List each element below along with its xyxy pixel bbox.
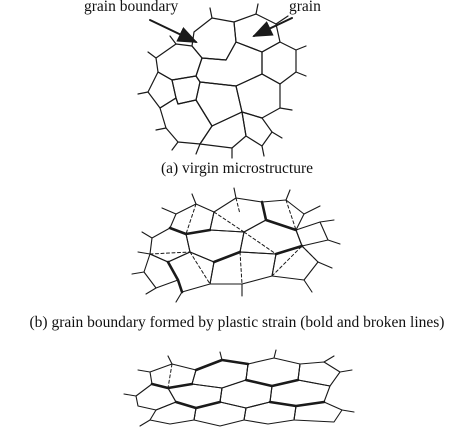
boundary-stub bbox=[275, 15, 289, 25]
boundary-stub bbox=[137, 369, 151, 373]
deformed-boundaries-broken bbox=[167, 363, 301, 421]
bold-boundary bbox=[194, 358, 250, 372]
strain-boundaries-bold bbox=[166, 200, 304, 294]
broken-boundary bbox=[239, 251, 243, 285]
grain-boundary-label: grain boundary bbox=[84, 0, 179, 15]
broken-boundary bbox=[149, 251, 191, 255]
bold-boundary bbox=[166, 260, 184, 294]
broken-boundary bbox=[193, 407, 197, 421]
grain-cell bbox=[271, 245, 319, 281]
boundary-stub bbox=[137, 251, 151, 255]
boundary-stub bbox=[273, 349, 277, 359]
broken-boundary bbox=[243, 231, 277, 255]
caption-strained-microstructure: (b) grain boundary formed by plastic str… bbox=[29, 314, 445, 331]
bold-boundary bbox=[260, 200, 298, 232]
strained-microstructure-diagram bbox=[131, 187, 341, 303]
broken-boundary bbox=[219, 387, 223, 403]
boundary-stub bbox=[295, 45, 307, 51]
virgin-microstructure-diagram bbox=[137, 3, 307, 159]
bold-boundary bbox=[168, 226, 212, 236]
boundary-stub bbox=[295, 71, 307, 77]
boundary-stub bbox=[317, 261, 333, 269]
grain-cell bbox=[147, 71, 177, 109]
broken-boundary bbox=[185, 203, 197, 235]
broken-boundary bbox=[293, 405, 297, 421]
grain-cell bbox=[191, 359, 249, 389]
boundary-stub bbox=[147, 51, 157, 59]
strain-boundaries-broken bbox=[149, 197, 319, 285]
grain-label: grain bbox=[289, 0, 321, 15]
boundary-stub bbox=[145, 287, 157, 295]
broken-boundary bbox=[189, 251, 211, 285]
boundary-stub bbox=[219, 351, 223, 361]
broken-boundary bbox=[297, 363, 301, 381]
bold-boundary bbox=[212, 250, 242, 264]
broken-boundary bbox=[235, 197, 241, 215]
boundary-stub bbox=[327, 239, 341, 245]
bold-boundary bbox=[268, 400, 326, 408]
bold-boundary bbox=[244, 378, 300, 388]
boundary-stub bbox=[209, 7, 213, 19]
grain-cell bbox=[295, 221, 329, 247]
boundary-stub bbox=[137, 91, 149, 95]
broken-boundary bbox=[271, 245, 303, 277]
boundary-stub bbox=[339, 369, 353, 373]
broken-boundary bbox=[285, 199, 297, 231]
grain-cell bbox=[209, 251, 277, 285]
broken-boundary bbox=[301, 245, 319, 263]
boundary-stub bbox=[285, 189, 291, 201]
boundary-stub bbox=[131, 271, 145, 275]
boundary-stub bbox=[167, 355, 173, 365]
grain-cell bbox=[261, 41, 297, 85]
boundary-stub bbox=[341, 409, 355, 413]
grain-cell bbox=[195, 41, 263, 87]
boundary-stub bbox=[233, 187, 237, 199]
bold-boundary bbox=[274, 244, 304, 256]
boundary-stub bbox=[323, 355, 335, 363]
grain-cell bbox=[185, 229, 245, 263]
boundary-stub bbox=[271, 131, 283, 139]
boundary-stub bbox=[303, 205, 321, 215]
boundary-stub bbox=[171, 141, 179, 151]
grain-cell bbox=[195, 81, 243, 127]
boundary-stub bbox=[195, 143, 201, 155]
boundary-stub bbox=[319, 219, 335, 223]
grain-arrow bbox=[252, 17, 293, 37]
caption-virgin-microstructure: (a) virgin microstructure bbox=[160, 160, 314, 177]
boundary-stub bbox=[139, 419, 151, 427]
grain-cell bbox=[241, 111, 273, 147]
boundary-stub bbox=[303, 279, 313, 293]
grain-cell bbox=[297, 361, 341, 387]
bold-boundary bbox=[174, 400, 222, 410]
boundary-stub bbox=[279, 107, 293, 111]
bold-boundary bbox=[150, 382, 194, 390]
boundary-stub bbox=[191, 193, 197, 205]
grain-cell bbox=[235, 73, 281, 119]
boundary-stub bbox=[155, 127, 167, 131]
boundary-stub bbox=[175, 291, 183, 303]
boundary-stub bbox=[169, 35, 177, 45]
broken-boundary bbox=[167, 363, 173, 389]
boundary-stub bbox=[123, 393, 137, 397]
broken-boundary bbox=[213, 211, 245, 233]
boundary-stub bbox=[255, 3, 259, 15]
boundary-stub bbox=[261, 145, 265, 157]
boundary-stub bbox=[161, 207, 177, 215]
broken-boundary bbox=[243, 407, 247, 421]
grain-boundary-arrow bbox=[149, 19, 198, 43]
deformed-boundaries-bold bbox=[150, 358, 326, 410]
broken-boundary bbox=[245, 363, 249, 381]
boundary-stub bbox=[141, 231, 153, 239]
grain-cell bbox=[143, 253, 179, 289]
grain-cell bbox=[199, 111, 247, 149]
